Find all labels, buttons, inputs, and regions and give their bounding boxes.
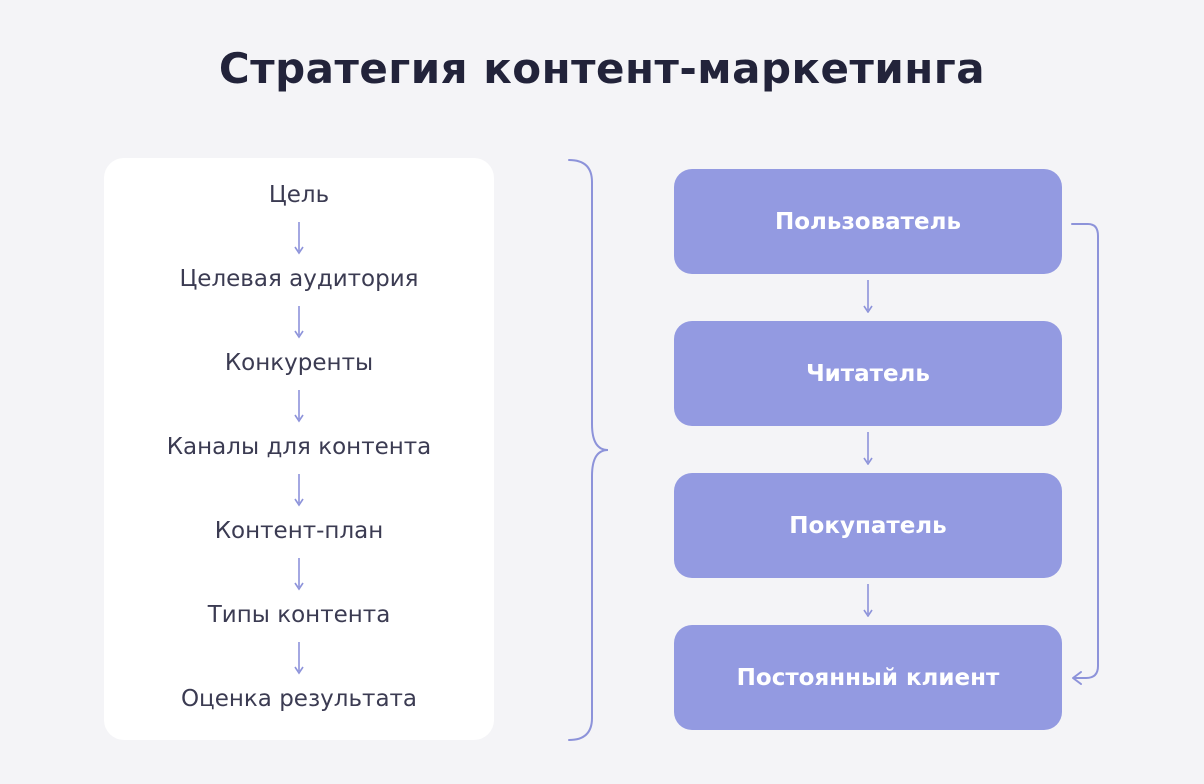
step-competitors: Конкуренты	[224, 350, 374, 376]
step-content-channels: Каналы для контента	[166, 434, 432, 460]
arrow-down-icon	[294, 222, 304, 255]
arrow-down-icon	[294, 390, 304, 423]
step-target-audience: Целевая аудитория	[179, 266, 419, 292]
loop-arrow-connector	[1071, 223, 1099, 685]
arrow-down-icon	[294, 642, 304, 675]
arrow-down-icon	[863, 584, 873, 617]
step-result-evaluation: Оценка результата	[180, 686, 418, 712]
stage-buyer: Покупатель	[674, 473, 1062, 578]
stage-reader: Читатель	[674, 321, 1062, 426]
diagram-title: Стратегия контент-маркетинга	[218, 44, 986, 93]
arrow-down-icon	[863, 280, 873, 313]
arrow-down-icon	[294, 558, 304, 591]
step-content-types: Типы контента	[207, 602, 391, 628]
step-content-plan: Контент-план	[214, 518, 384, 544]
stage-user: Пользователь	[674, 169, 1062, 274]
arrow-down-icon	[294, 306, 304, 339]
arrow-down-icon	[863, 432, 873, 465]
curly-brace-connector	[568, 159, 609, 741]
arrow-down-icon	[294, 474, 304, 507]
stage-loyal-customer: Постоянный клиент	[674, 625, 1062, 730]
strategy-steps-card: Цель Целевая аудитория Конкуренты Каналы…	[104, 158, 494, 740]
step-goal: Цель	[268, 182, 330, 208]
